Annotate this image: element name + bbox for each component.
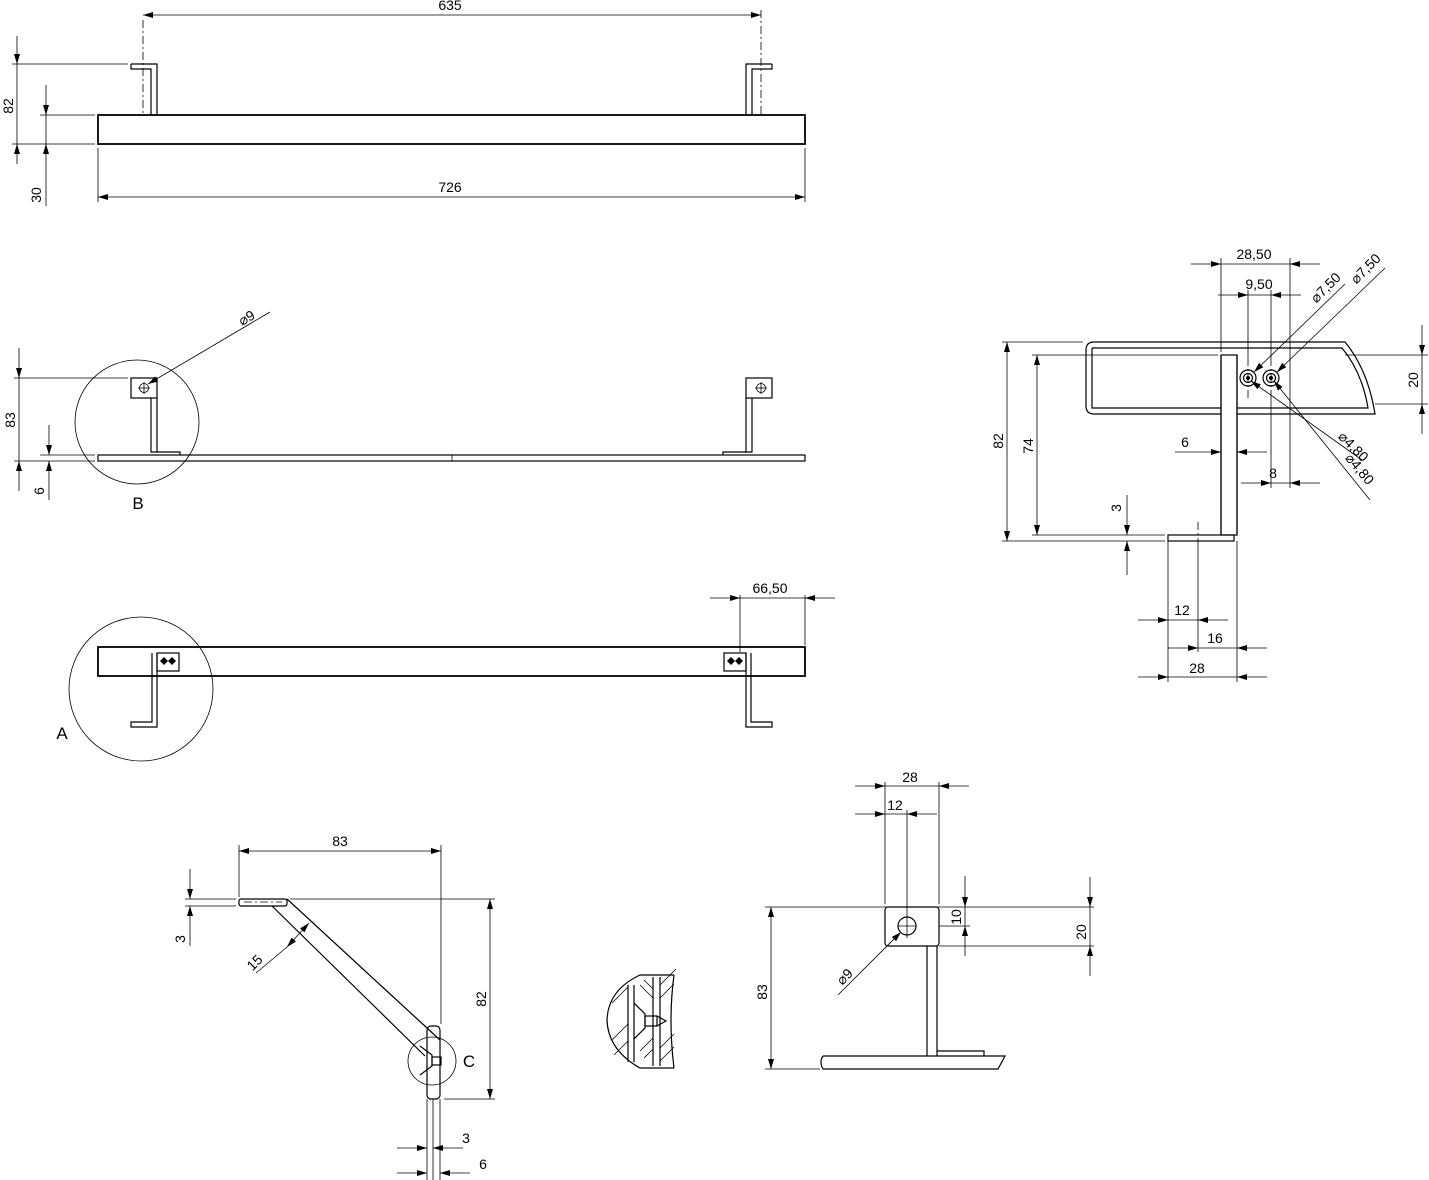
front-view: 635 726 82 30 — [0, 0, 806, 206]
leader-dia9 — [147, 311, 271, 385]
left-bracket — [130, 63, 158, 115]
dim-12-section: 12 — [1174, 602, 1190, 618]
callout-c: C — [463, 1052, 475, 1071]
bracket-section-view: 28,50 9,50 ⌀7,50 ⌀7,50 ⌀4,80 ⌀4,80 20 82 — [990, 246, 1428, 682]
bracket-upright — [1220, 354, 1238, 536]
dim-83-brace: 83 — [332, 833, 348, 849]
brace-detail-view: C 83 3 15 82 3 6 — [172, 833, 495, 1180]
dim-20-section: 20 — [1405, 372, 1421, 388]
dim-6-section: 6 — [1181, 434, 1189, 450]
dim-3-section: 3 — [1108, 504, 1124, 512]
shelf-plan — [97, 646, 806, 677]
right-bracket-plate — [745, 377, 773, 399]
shelf-edge — [97, 454, 806, 462]
dim-726: 726 — [438, 179, 462, 195]
callout-a: A — [56, 724, 68, 743]
dim-dia7-50-b: ⌀7,50 — [1347, 250, 1384, 287]
dim-30-front: 30 — [28, 187, 44, 203]
detail-c-enlarged — [606, 968, 677, 1069]
brace-diagonal — [286, 898, 441, 1041]
side-view: B ⌀9 83 6 — [2, 307, 806, 513]
bracket-foot — [1167, 534, 1235, 542]
dim-635: 635 — [438, 0, 462, 13]
dim-66-50: 66,50 — [752, 580, 787, 596]
detail-circle-b — [74, 359, 200, 485]
dim-28-bracket: 28 — [902, 769, 918, 785]
dim-28-50: 28,50 — [1236, 246, 1271, 262]
dim-28-section: 28 — [1189, 660, 1205, 676]
dim-3-brace: 3 — [172, 935, 188, 943]
left-bracket-plate — [130, 377, 158, 399]
callout-b: B — [132, 494, 143, 513]
dim-6-side: 6 — [31, 487, 47, 495]
bracket-base — [820, 1050, 1007, 1070]
dim-83-side: 83 — [2, 412, 18, 428]
brace-top-plate — [238, 898, 288, 907]
dim-83-bracket: 83 — [754, 984, 770, 1000]
screw-head — [633, 1002, 646, 1040]
brace-upright — [426, 1025, 441, 1100]
bracket-detail-view: 28 12 10 20 83 ⌀9 — [754, 769, 1094, 1070]
detail-circle-c — [407, 1036, 457, 1086]
shelf-body — [97, 114, 806, 145]
right-bracket — [745, 63, 773, 115]
dim-8-section: 8 — [1269, 465, 1277, 481]
dim-16-section: 16 — [1207, 630, 1223, 646]
dim-dia9-side: ⌀9 — [235, 307, 257, 329]
dim-82-front: 82 — [0, 98, 16, 114]
dim-dia9-bracket: ⌀9 — [833, 965, 856, 988]
dim-3b-brace: 3 — [462, 1130, 470, 1146]
dim-74-section: 74 — [1020, 438, 1036, 454]
dim-9-50: 9,50 — [1245, 276, 1272, 292]
dim-82-brace: 82 — [473, 991, 489, 1007]
dim-20-bracket: 20 — [1073, 924, 1089, 940]
plan-view: A 66,50 — [56, 580, 835, 762]
dim-dia4-80-b: ⌀4,80 — [1342, 450, 1377, 488]
dim-dia7-50-a: ⌀7,50 — [1307, 269, 1344, 306]
dim-10-bracket: 10 — [948, 909, 964, 925]
dim-15-brace: 15 — [243, 951, 265, 973]
detail-circle-a — [68, 616, 214, 762]
dim-82-section: 82 — [990, 433, 1006, 449]
dim-6-brace: 6 — [479, 1156, 487, 1172]
dim-12-bracket: 12 — [887, 797, 903, 813]
